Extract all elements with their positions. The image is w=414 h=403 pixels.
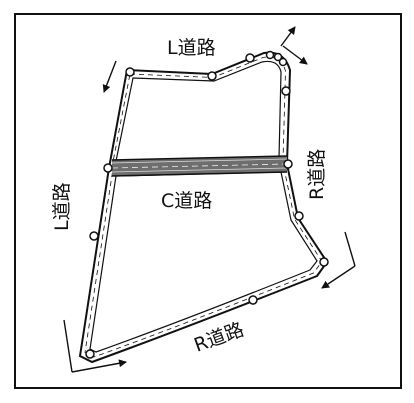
lower-road-loop: [78, 162, 329, 364]
center-road-band: [111, 155, 288, 177]
center-road-label: C道路: [161, 190, 212, 212]
bottom-road-label: R道路: [191, 319, 247, 357]
frame-border: [14, 13, 402, 389]
top-left-road-label: L道路: [167, 37, 216, 59]
survey-markers: [85, 50, 329, 359]
right-road-label: R道路: [306, 149, 328, 200]
direction-arrows: [63, 26, 356, 373]
left-road-label: L道路: [51, 182, 73, 231]
upper-road-loop: [107, 51, 292, 170]
